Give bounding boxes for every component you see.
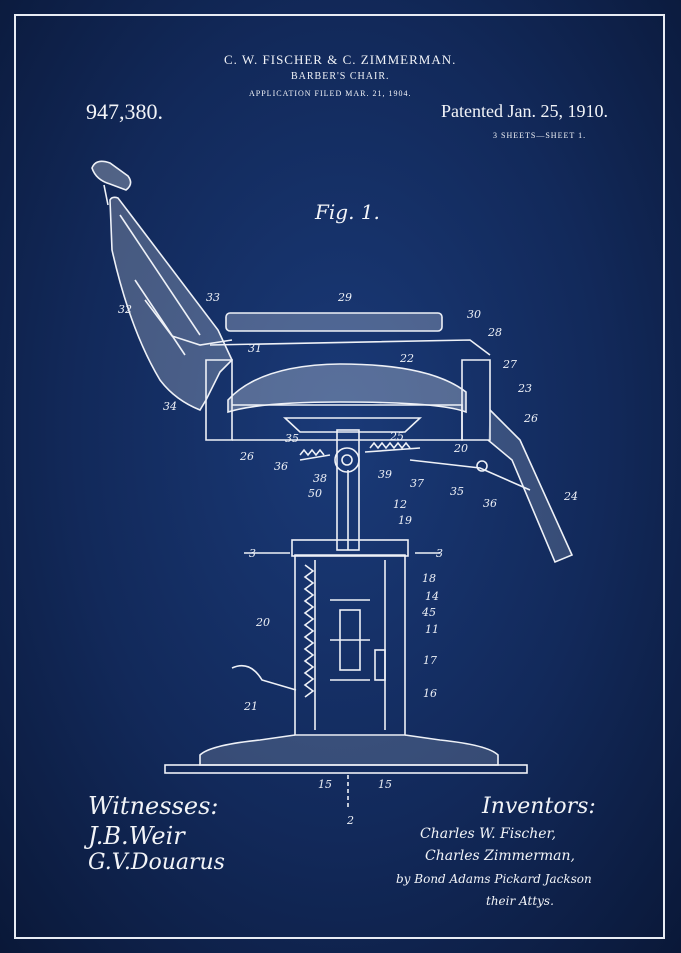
spring xyxy=(303,564,315,698)
gear xyxy=(334,447,360,473)
ref-18: 18 xyxy=(422,572,436,585)
footrest-bar xyxy=(409,459,531,491)
ref-11: 11 xyxy=(425,623,439,636)
ref-34: 34 xyxy=(163,400,177,413)
ref-15b: 15 xyxy=(378,778,392,791)
inventors-label: Inventors: xyxy=(482,794,596,819)
rack-teeth xyxy=(299,441,411,457)
application-filed: APPLICATION FILED MAR. 21, 1904. xyxy=(249,89,412,98)
ref-35a: 35 xyxy=(285,432,299,445)
headrest xyxy=(91,160,132,191)
back-frame xyxy=(144,299,233,346)
witness-signature-2: G.V.Douarus xyxy=(88,850,225,875)
ref-38: 38 xyxy=(313,472,327,485)
ref-26b: 26 xyxy=(239,450,254,463)
gear-hub xyxy=(341,454,353,466)
ref-30: 30 xyxy=(467,308,481,321)
patent-title: BARBER'S CHAIR. xyxy=(291,71,390,82)
ref-23: 23 xyxy=(517,382,532,395)
ref-3a: 3 xyxy=(249,547,256,560)
ref-27: 27 xyxy=(502,358,517,371)
ref-26a: 26 xyxy=(523,412,538,425)
ref-35b: 35 xyxy=(450,485,464,498)
attorneys-signature: by Bond Adams Pickard Jackson xyxy=(396,872,592,886)
ref-2: 2 xyxy=(346,814,354,827)
piston xyxy=(339,609,361,671)
patent-inventors: C. W. FISCHER & C. ZIMMERMAN. xyxy=(224,52,457,67)
ref-3b: 3 xyxy=(436,547,443,560)
ref-14: 14 xyxy=(425,590,439,603)
ref-20a: 20 xyxy=(453,442,468,455)
ref-45: 45 xyxy=(421,606,436,619)
ref-28: 28 xyxy=(487,326,502,339)
ref-25: 25 xyxy=(389,430,404,443)
ref-12: 12 xyxy=(393,498,407,511)
foot-pedal xyxy=(231,664,297,691)
ref-50: 50 xyxy=(308,487,322,500)
pedestal-base xyxy=(199,734,499,766)
seat-top xyxy=(225,312,443,332)
seat-support xyxy=(282,417,423,433)
inventor-signature-1: Charles W. Fischer, xyxy=(420,826,557,842)
ref-20b: 20 xyxy=(255,616,270,629)
seat-base xyxy=(232,404,463,441)
witness-signature-1: J.B.Weir xyxy=(88,822,185,850)
ref-16: 16 xyxy=(423,687,437,700)
ref-22: 22 xyxy=(399,352,414,365)
pedestal-inner xyxy=(314,560,386,730)
seat-arms xyxy=(209,339,491,356)
footrest xyxy=(487,409,574,564)
ref-15a: 15 xyxy=(318,778,332,791)
floor-plate xyxy=(164,764,528,774)
witnesses-label: Witnesses: xyxy=(88,792,219,820)
pedestal-cap xyxy=(291,539,409,557)
ref-31: 31 xyxy=(248,342,262,355)
footrest-pivot xyxy=(476,460,488,472)
ref-39: 39 xyxy=(378,468,392,481)
backrest-inner xyxy=(119,214,201,356)
ref-21: 21 xyxy=(243,700,258,713)
ref-32: 32 xyxy=(118,303,132,316)
inventor-signature-2: Charles Zimmerman, xyxy=(425,848,575,864)
ref-36b: 36 xyxy=(483,497,497,510)
ref-36a: 36 xyxy=(274,460,288,473)
ref-29: 29 xyxy=(337,291,352,304)
ref-24: 24 xyxy=(563,490,578,503)
rack xyxy=(299,447,421,461)
patented-date: Patented Jan. 25, 1910. xyxy=(441,101,608,121)
patent-number: 947,380. xyxy=(86,99,163,124)
ref-19: 19 xyxy=(398,514,412,527)
headrest-bar xyxy=(103,184,109,206)
sheet-count: 3 SHEETS—SHEET 1. xyxy=(493,131,587,140)
valve xyxy=(374,649,386,681)
backrest xyxy=(109,196,233,411)
ref-33: 33 xyxy=(206,291,220,304)
border-frame xyxy=(14,14,665,939)
seat-cushion xyxy=(227,363,467,414)
figure-label: Fig. 1. xyxy=(315,200,380,224)
attorneys-suffix: their Attys. xyxy=(486,894,554,908)
ref-17: 17 xyxy=(423,654,437,667)
ref-37: 37 xyxy=(410,477,424,490)
